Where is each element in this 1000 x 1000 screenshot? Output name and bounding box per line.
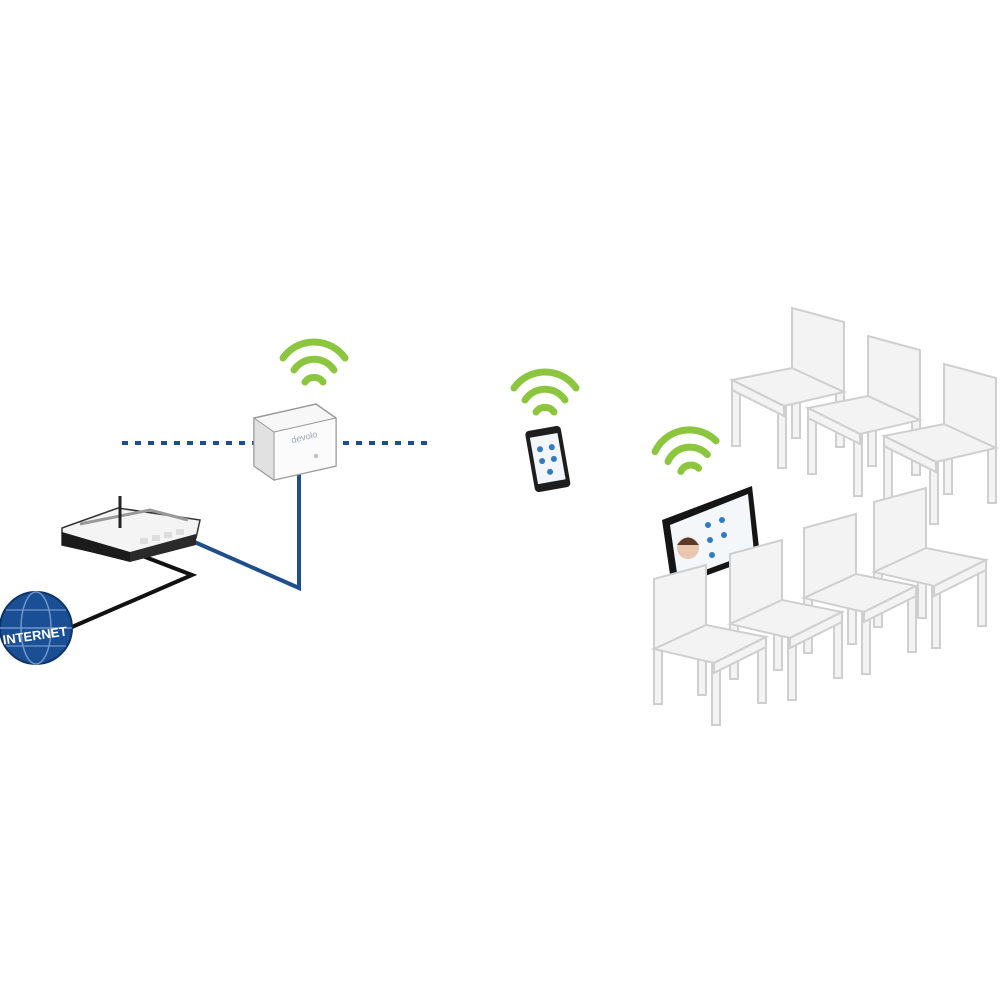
wifi-icon xyxy=(652,425,720,475)
router-icon xyxy=(61,496,201,562)
globe-icon: INTERNET xyxy=(0,591,73,665)
chair-icon xyxy=(731,307,845,469)
wifi-icon xyxy=(514,372,576,412)
smartphone-icon xyxy=(525,425,571,493)
powerline-cable xyxy=(189,470,301,592)
wifi-icon xyxy=(283,342,345,382)
powerline-adapter-icon: devolo xyxy=(253,403,337,481)
ethernet-cable xyxy=(64,553,198,632)
